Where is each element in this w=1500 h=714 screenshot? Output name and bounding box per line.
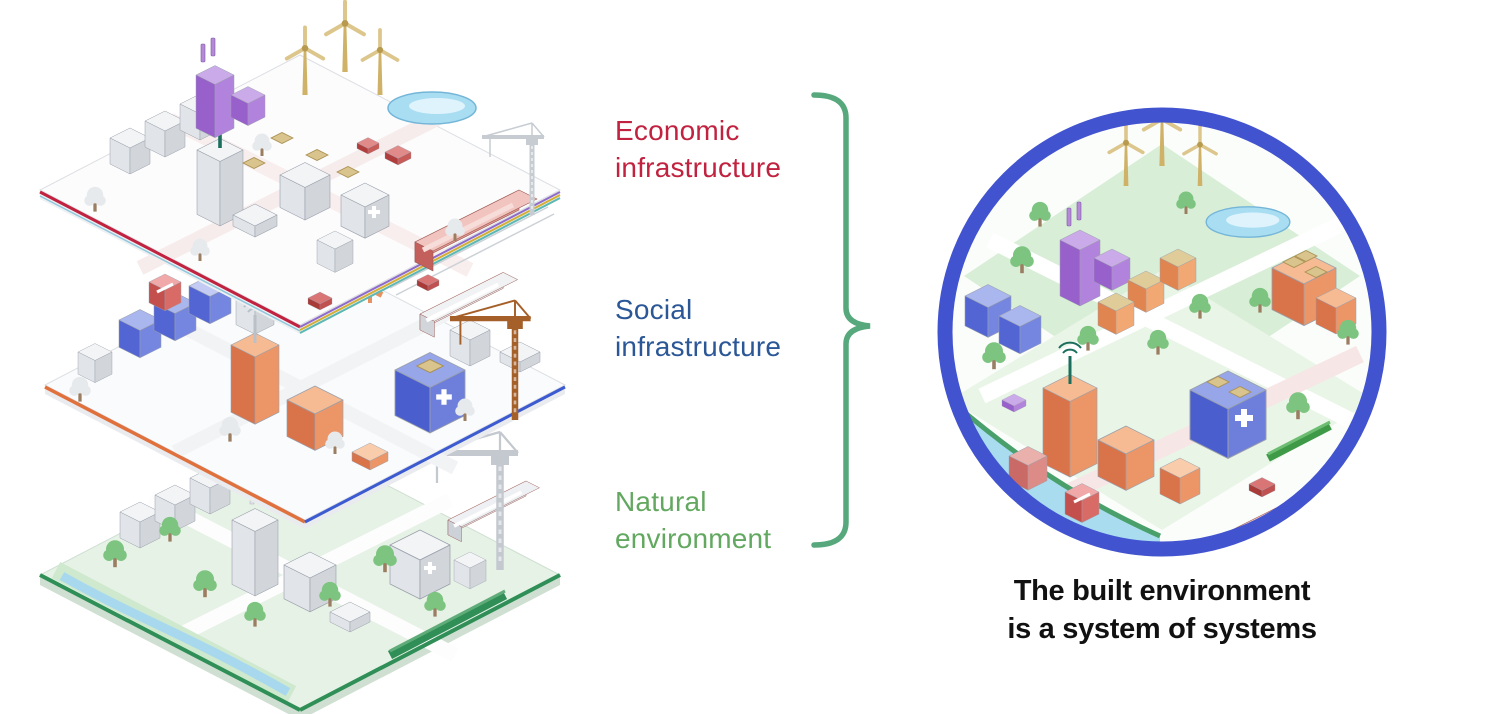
economic-label-line1: Economic — [615, 115, 740, 146]
caption-line1: The built environment — [1013, 575, 1311, 607]
combined-city-scene — [952, 122, 1372, 542]
caption: The built environment is a system of sys… — [952, 572, 1372, 648]
red-car-icon — [416, 274, 440, 292]
blue-hospital-icon — [394, 352, 466, 434]
social-label-line1: Social — [615, 294, 693, 325]
economic-label-line2: infrastructure — [615, 152, 782, 183]
red-bus-icon — [148, 273, 182, 311]
natural-environment-label: Natural environment — [615, 483, 771, 557]
social-infrastructure-label: Social infrastructure — [615, 291, 781, 365]
social-label-line2: infrastructure — [615, 331, 782, 362]
natural-label-line1: Natural — [615, 486, 707, 517]
circle-ring — [937, 107, 1387, 557]
economic-infrastructure-label: Economic infrastructure — [615, 112, 781, 186]
economic-infrastructure-layer-illustration — [38, 2, 562, 334]
hedge-icon — [387, 589, 508, 659]
natural-label-line2: environment — [615, 523, 772, 554]
hedge-icon — [1266, 420, 1332, 462]
pond-icon — [1205, 206, 1291, 238]
layered-city-illustration — [38, 0, 567, 714]
system-of-systems-circle-illustration — [937, 107, 1387, 557]
river-icon — [59, 572, 291, 696]
social-infrastructure-layer-illustration — [43, 249, 567, 529]
brace-path — [811, 92, 871, 548]
grouping-brace — [811, 92, 871, 548]
orange-edge — [44, 385, 306, 524]
reservoir-pond-icon — [387, 91, 477, 125]
blue-hospital-icon — [1189, 370, 1267, 459]
blue-edge — [304, 385, 566, 524]
orange-kiosk-icon — [1159, 457, 1201, 505]
red-bus-icon — [1064, 483, 1100, 523]
natural-environment-layer-illustration — [38, 432, 562, 714]
caption-line2: is a system of systems — [1007, 613, 1317, 645]
